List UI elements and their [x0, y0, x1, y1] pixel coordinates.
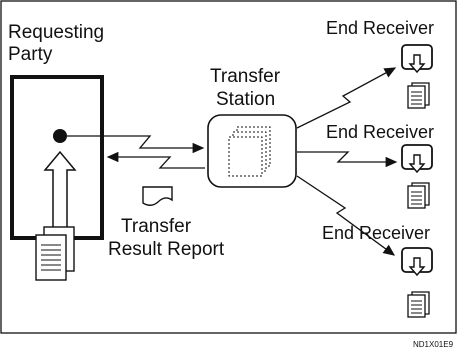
report-return-arrow [106, 151, 205, 169]
transfer-station-label-2: Station [216, 89, 275, 110]
end-receiver-fax-2 [401, 144, 433, 173]
end-receiver-label-3: End Receiver [322, 223, 430, 243]
transfer-station-label: Transfer [210, 66, 281, 87]
stored-documents-icon [228, 126, 271, 177]
requesting-party-label: Requesting [8, 22, 104, 43]
requesting-party-label-2: Party [8, 44, 53, 65]
received-document-icon-1 [407, 82, 430, 109]
end-receiver-fax-1 [401, 44, 433, 73]
report-page-icon [142, 186, 173, 206]
relay-arrow-3 [296, 175, 396, 256]
end-receiver-fax-3 [401, 247, 433, 276]
request-transmission-arrow [67, 135, 205, 154]
original-document-icon [35, 226, 75, 281]
relay-arrow-1 [296, 67, 397, 129]
received-document-icon-2 [407, 182, 430, 209]
report-label: Transfer [121, 216, 192, 237]
send-point-dot [53, 129, 67, 143]
figure-code: ND1X01E9 [413, 340, 454, 349]
end-receiver-label-1: End Receiver [326, 18, 434, 38]
upload-arrow-icon [43, 150, 77, 233]
report-label-2: Result Report [108, 239, 225, 260]
end-receiver-label-2: End Receiver [326, 122, 434, 142]
received-document-icon-3 [407, 291, 430, 318]
relay-arrow-2 [297, 151, 398, 168]
diagram-frame [0, 0, 457, 334]
